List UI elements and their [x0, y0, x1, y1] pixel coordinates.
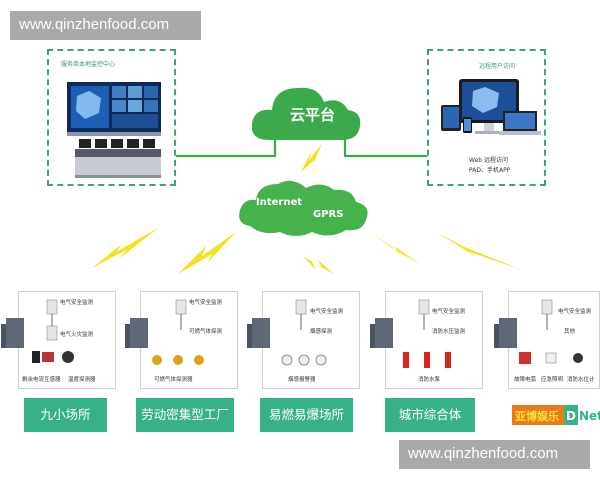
- tab-complex: 城市综合体: [385, 398, 475, 432]
- site5-top-label: 电气安全监测: [558, 309, 592, 315]
- site5-bottom-label-2: 应急照明: [541, 377, 564, 383]
- remote-access-box: 远程用户访问 Web 远程访问 PAD、手机APP: [427, 49, 546, 186]
- transformer-icon: [42, 352, 54, 362]
- emergency-light-icon: [545, 352, 557, 364]
- local-monitoring-center-box: 服务商本地监控中心: [47, 49, 176, 186]
- remote-access-title: 远程用户访问: [479, 63, 516, 70]
- site-panel-factory: [140, 291, 238, 389]
- gas-detector-icon: [173, 355, 183, 365]
- lightning-bolt-icon: [92, 144, 522, 274]
- smoke-alarm-icon: [298, 354, 310, 366]
- site1-mid-label: 电气火灾监测: [60, 332, 94, 338]
- site3-top-label: 电气安全监测: [310, 309, 344, 315]
- local-monitoring-center-title: 服务商本地监控中心: [61, 61, 116, 68]
- temperature-sensor-icon: [62, 351, 74, 363]
- gas-detector-icon: [194, 355, 204, 365]
- arc-fault-icon: [519, 352, 531, 364]
- site5-bottom-label-3: 消防水位计: [567, 377, 595, 383]
- site2-mid-label: 可燃气体探测: [189, 329, 223, 335]
- site1-bottom-label-1: 剩余电流互感器: [22, 377, 61, 383]
- detector-device-icon: [46, 325, 58, 341]
- cloud-platform-label: 云平台: [290, 106, 336, 124]
- building-icon: [370, 318, 393, 348]
- fire-hydrant-icon: [403, 352, 409, 368]
- building-icon: [494, 318, 517, 348]
- tab-flammable: 易燃易爆场所: [260, 398, 353, 432]
- meter-device-icon: [541, 299, 553, 315]
- site4-mid-label: 消防水压监测: [432, 329, 466, 335]
- site1-bottom-label-2: 温度探测器: [68, 377, 96, 383]
- web-access-text: Web 远程访问: [469, 157, 508, 164]
- building-icon: [1, 318, 24, 348]
- site4-top-label: 电气安全监测: [432, 309, 466, 315]
- meter-device-icon: [418, 299, 430, 315]
- fire-hydrant-icon: [445, 352, 451, 368]
- site2-bottom-label: 可燃气体探测器: [154, 377, 193, 383]
- meter-device-icon: [175, 299, 187, 315]
- site3-bottom-label: 烟感报警器: [288, 377, 316, 383]
- gas-detector-icon: [152, 355, 162, 365]
- site2-top-label: 电气安全监测: [189, 300, 223, 306]
- site-panel-flammable: [262, 291, 360, 389]
- watermark-top: www.qinzhenfood.com: [10, 11, 201, 40]
- brand-right-text: Net: [579, 409, 600, 423]
- devices-image: [441, 79, 541, 135]
- brand-logo: 亚博娱乐 D Net: [512, 405, 600, 425]
- smoke-alarm-icon: [315, 354, 327, 366]
- building-icon: [247, 318, 270, 348]
- water-level-meter-icon: [573, 353, 583, 363]
- brand-center-text: D: [566, 409, 576, 423]
- site1-top-label: 电气安全监测: [60, 300, 94, 306]
- site3-mid-label: 烟感探测: [310, 329, 333, 335]
- tab-factory: 劳动密集型工厂: [136, 398, 234, 432]
- site5-bottom-label-1: 故障电弧: [514, 377, 537, 383]
- site5-mid-label: 其他: [564, 329, 576, 335]
- meter-device-icon: [295, 299, 307, 315]
- gprs-label: GPRS: [313, 209, 344, 220]
- tab-small-venues: 九小场所: [24, 398, 107, 432]
- site4-bottom-label: 消防水泵: [418, 377, 441, 383]
- building-icon: [125, 318, 148, 348]
- watermark-bottom: www.qinzhenfood.com: [399, 440, 590, 469]
- meter-device-icon: [46, 299, 58, 315]
- current-transformer-icon: [32, 351, 40, 363]
- monitoring-room-image: [67, 82, 161, 178]
- fire-hydrant-icon: [424, 352, 430, 368]
- internet-label: Internet: [256, 197, 303, 208]
- app-access-text: PAD、手机APP: [469, 167, 511, 174]
- smoke-alarm-icon: [281, 354, 293, 366]
- brand-left-text: 亚博娱乐: [515, 409, 559, 423]
